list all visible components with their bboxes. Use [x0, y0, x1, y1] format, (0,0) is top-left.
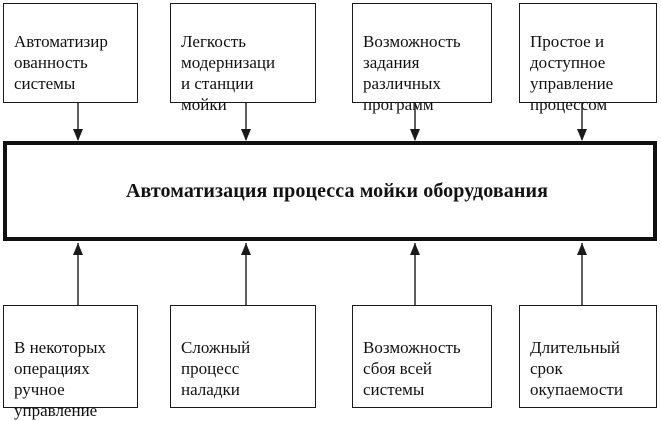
- central-title: Автоматизация процесса мойки оборудовани…: [125, 179, 549, 202]
- disadvantage-box-setup: Сложный процесс наладки: [170, 305, 316, 408]
- disadvantage-box-manual: В некоторых операциях ручное управление: [3, 305, 138, 420]
- bottom-arrow-1: [73, 243, 83, 305]
- disadvantage-box-failure-text: Возможность сбоя всей системы: [363, 338, 461, 399]
- bottom-arrow-4: [577, 243, 587, 305]
- advantage-box-modernization: Легкость модернизаци и станции мойки: [170, 3, 316, 114]
- bottom-arrow-2: [241, 243, 251, 305]
- advantage-box-control: Простое и доступное управление процессом: [519, 3, 657, 114]
- central-box: Автоматизация процесса мойки оборудовани…: [3, 141, 657, 241]
- advantage-box-programs: Возможность задания различных программ: [352, 3, 492, 114]
- disadvantage-box-payback: Длительный срок окупаемости: [519, 305, 657, 408]
- advantage-box-modernization-text: Легкость модернизаци и станции мойки: [181, 32, 276, 114]
- bottom-arrow-3: [410, 243, 420, 305]
- disadvantage-box-setup-text: Сложный процесс наладки: [181, 338, 251, 399]
- advantage-box-automation: Автоматизир ованность системы: [3, 3, 138, 103]
- disadvantage-box-failure: Возможность сбоя всей системы: [352, 305, 492, 408]
- top-arrow-1: [73, 103, 83, 141]
- disadvantage-box-manual-text: В некоторых операциях ручное управление: [14, 338, 107, 420]
- advantage-box-control-text: Простое и доступное управление процессом: [530, 32, 614, 114]
- disadvantage-box-payback-text: Длительный срок окупаемости: [530, 338, 623, 399]
- advantage-box-programs-text: Возможность задания различных программ: [363, 32, 461, 114]
- top-arrow-2: [241, 103, 251, 141]
- advantage-box-automation-text: Автоматизир ованность системы: [14, 32, 108, 93]
